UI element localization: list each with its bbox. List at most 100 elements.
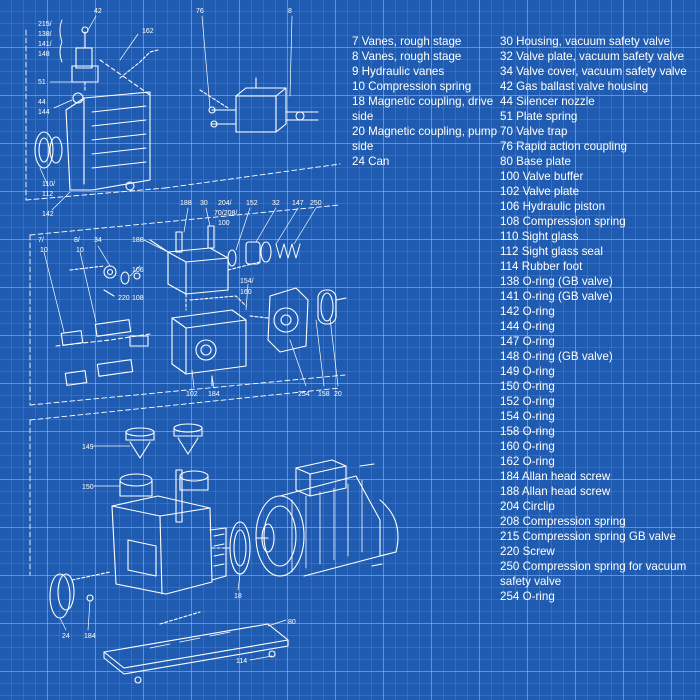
- part-label-51: 51: [38, 79, 46, 86]
- part-label-220: 220: [118, 295, 130, 302]
- legend-item: 32 Valve plate, vacuum safety valve: [500, 50, 685, 63]
- legend-item: 148 O-ring (GB valve): [500, 350, 613, 363]
- legend-item: 7 Vanes, rough stage: [352, 35, 462, 48]
- part-label-106: 106: [132, 267, 144, 274]
- part-label-114: 114: [236, 658, 247, 665]
- part-label-142: 142: [42, 211, 54, 218]
- part-number-labels: 42 215/ 138/ 141/ 148 162 51 44 144 110/…: [38, 8, 342, 665]
- legend-item: 208 Compression spring: [500, 515, 626, 528]
- legend-item: 24 Can: [352, 155, 390, 168]
- part-label-250: 250: [310, 200, 322, 207]
- part-label-254: 254: [298, 391, 310, 398]
- loose-screws: [359, 463, 383, 567]
- part-label-112: 112: [42, 191, 53, 198]
- gas-ballast-valve-assembly: [59, 19, 99, 93]
- legend-item: 102 Valve plate: [500, 185, 580, 198]
- part-label-102: 102: [186, 391, 198, 398]
- legend-item: 76 Rapid action coupling: [500, 140, 627, 153]
- part-label-42: 42: [94, 8, 102, 15]
- part-label-8-b: 8/: [74, 237, 80, 244]
- magnetic-coupling: [211, 521, 251, 575]
- part-label-154: 154/: [240, 278, 254, 285]
- legend-item: 254 O-ring: [500, 590, 555, 603]
- legend-item: 220 Screw: [500, 545, 555, 558]
- part-label-108: 108: [132, 295, 144, 302]
- legend-item: 20 Magnetic coupling, pump side: [352, 125, 498, 153]
- part-label-24: 24: [62, 633, 70, 640]
- legend-item: 112 Sight glass seal: [500, 245, 603, 258]
- legend-item: 34 Valve cover, vacuum safety valve: [500, 65, 687, 78]
- part-label-144: 144: [38, 109, 50, 116]
- part-label-110: 110/: [42, 181, 55, 188]
- part-label-32: 32: [272, 200, 280, 207]
- vanes-left: [55, 319, 151, 386]
- legend-item: 100 Valve buffer: [500, 170, 584, 183]
- part-label-184-b: 184: [84, 633, 96, 640]
- legend-item: 106 Hydraulic piston: [500, 200, 606, 213]
- legend-item: 110 Sight glass: [500, 230, 579, 243]
- legend-item: 149 O-ring: [500, 365, 555, 378]
- part-label-215: 215/: [38, 21, 52, 28]
- part-label-18: 18: [234, 593, 242, 600]
- coupling-flange: [249, 287, 347, 353]
- part-label-162: 162: [142, 28, 154, 35]
- drive-motor: [255, 459, 399, 577]
- legend-item: 80 Base plate: [500, 155, 571, 168]
- legend-item: 154 O-ring: [500, 410, 555, 423]
- legend-item: 114 Rubber foot: [500, 260, 583, 273]
- legend-item: 184 Allan head screw: [500, 470, 611, 483]
- legend-item: 141 O-ring (GB valve): [500, 290, 613, 303]
- legend-item: 44 Silencer nozzle: [500, 95, 595, 108]
- part-label-158: 158: [318, 391, 330, 398]
- legend-item: 162 O-ring: [500, 455, 555, 468]
- part-label-147: 147: [292, 200, 304, 207]
- legend-item: 250 Compression spring for vacuum safety…: [500, 560, 687, 588]
- legend-item: 215 Compression spring GB valve: [500, 530, 676, 543]
- part-label-44: 44: [38, 99, 46, 106]
- part-label-188-b: 188: [132, 237, 144, 244]
- legend-item: 9 Hydraulic vanes: [352, 65, 445, 78]
- legend-item: 70 Valve trap: [500, 125, 568, 138]
- group-frame-middle: [29, 204, 346, 406]
- legend-item: 150 O-ring: [500, 380, 555, 393]
- legend-item: 51 Plate spring: [500, 110, 578, 123]
- part-label-8-top: 8: [288, 8, 292, 15]
- vacuum-safety-valve-parts: [227, 241, 301, 267]
- part-label-10-b: 10: [76, 247, 84, 254]
- legend-item: 10 Compression spring: [352, 80, 472, 93]
- pump-stage-body: [171, 295, 247, 387]
- leader-lines: [39, 15, 339, 661]
- part-label-141: 141/: [38, 41, 52, 48]
- part-label-7: 7/: [38, 237, 44, 244]
- legend-item: 18 Magnetic coupling, drive side: [352, 95, 494, 123]
- part-label-30: 30: [200, 200, 208, 207]
- group-frame-bottom: [29, 387, 341, 576]
- valve-block: [149, 225, 261, 311]
- legend-item: 8 Vanes, rough stage: [352, 50, 462, 63]
- legend-item: 204 Circlip: [500, 500, 555, 513]
- legend-item: 142 O-ring: [500, 305, 555, 318]
- sight-glass-parts: [125, 423, 203, 459]
- part-label-80: 80: [288, 619, 296, 626]
- legend-item: 147 O-ring: [500, 335, 555, 348]
- part-label-70-208: 70/208/: [214, 210, 237, 217]
- rapid-action-coupling: [199, 77, 319, 133]
- legend-item: 30 Housing, vacuum safety valve: [500, 35, 671, 48]
- part-label-149: 149: [82, 444, 94, 451]
- legend-item: 144 O-ring: [500, 320, 555, 333]
- part-label-20: 20: [334, 391, 342, 398]
- part-label-150: 150: [82, 484, 94, 491]
- part-label-138: 138/: [38, 31, 52, 38]
- base-plate: [103, 611, 289, 684]
- parts-legend-right: 30 Housing, vacuum safety valve 32 Valve…: [500, 34, 698, 604]
- part-label-76: 76: [196, 8, 204, 15]
- legend-item: 152 O-ring: [500, 395, 555, 408]
- part-label-188-a: 188: [180, 200, 192, 207]
- pump-housing-top: [34, 49, 159, 191]
- part-label-100: 100: [218, 220, 230, 227]
- hydraulic-piston-assembly: [69, 265, 141, 297]
- legend-item: 158 O-ring: [500, 425, 555, 438]
- can-part: [49, 571, 111, 619]
- legend-item: 108 Compression spring: [500, 215, 626, 228]
